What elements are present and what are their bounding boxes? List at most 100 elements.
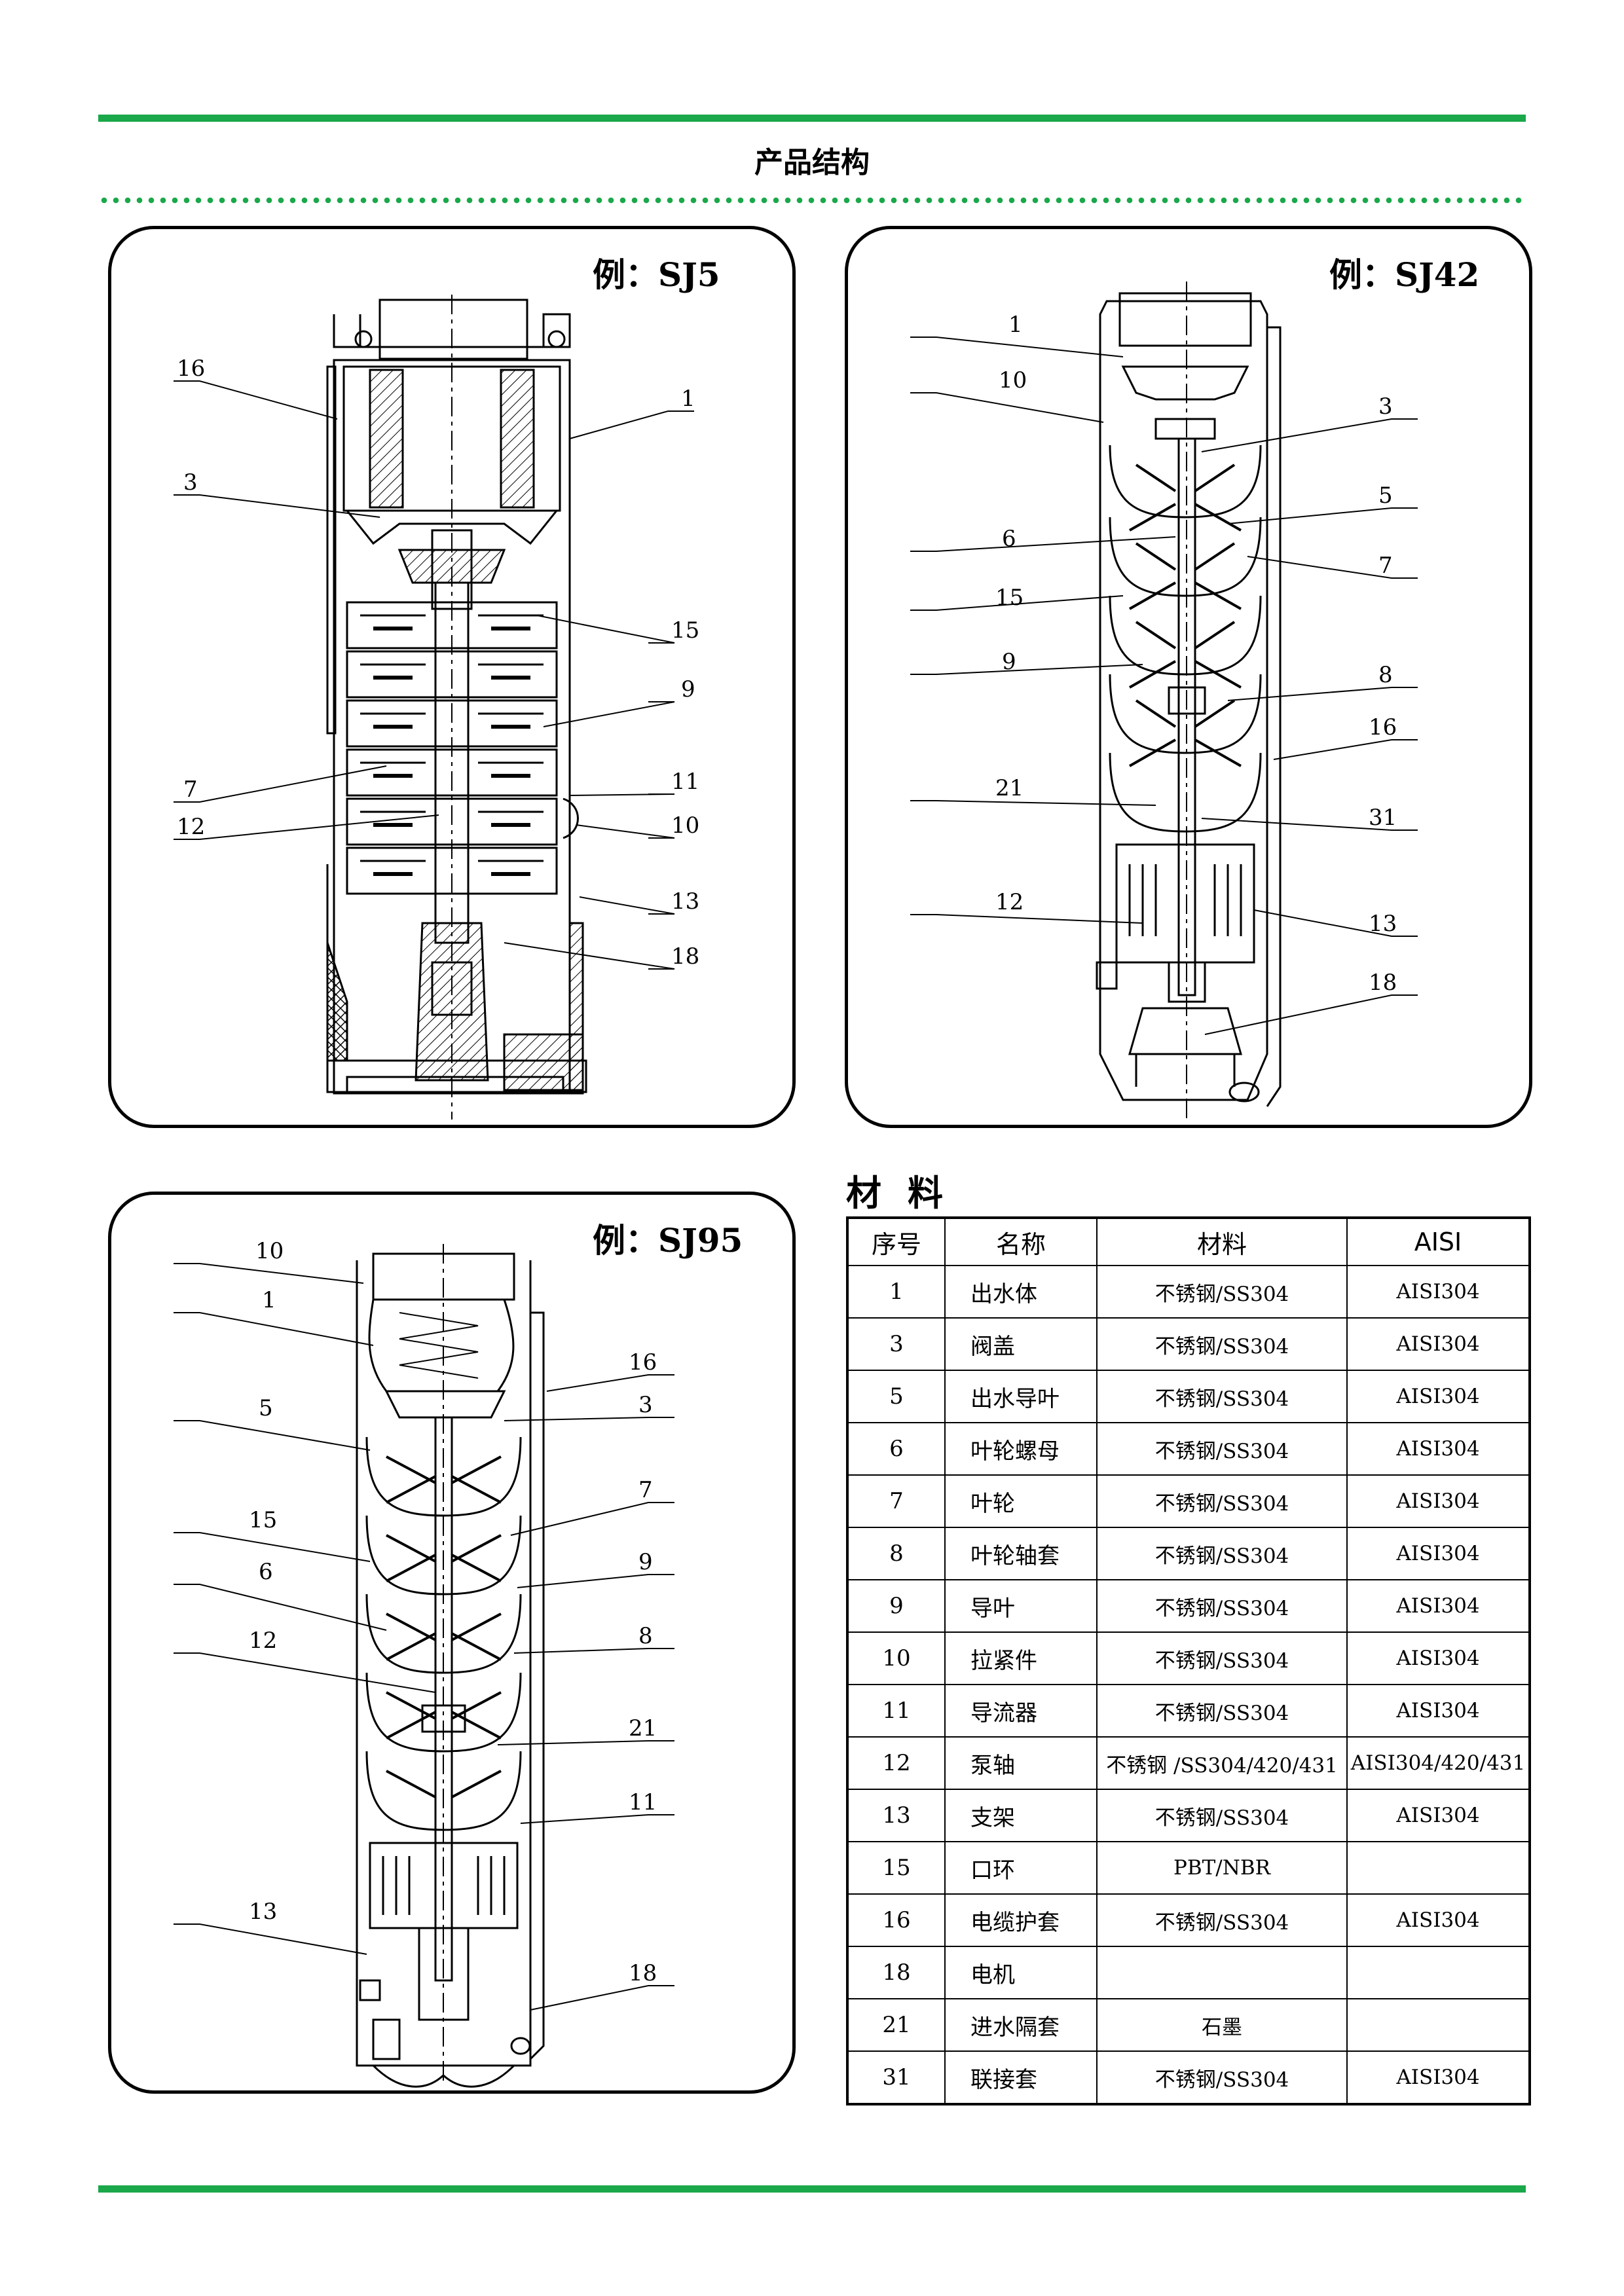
cell-name: 阀盖 (944, 1317, 1098, 1371)
label-15: 15 (671, 617, 699, 644)
cell-material: 不锈钢/SS304 (1096, 1893, 1348, 1947)
label-6: 6 (1002, 526, 1016, 552)
cell-material: 不锈钢 /SS304/420/431 (1096, 1736, 1348, 1790)
cell-no: 10 (847, 1631, 946, 1685)
label-9: 9 (681, 676, 695, 702)
cell-name: 叶轮轴套 (944, 1527, 1098, 1580)
label-12: 12 (249, 1628, 277, 1654)
diagram-title-sj95: 例：SJ95 (593, 1221, 743, 1260)
cell-no: 6 (847, 1422, 946, 1476)
label-11: 11 (629, 1789, 657, 1815)
label-5: 5 (1378, 483, 1393, 509)
materials-heading: 材料 (846, 1173, 969, 1214)
cell-material: 不锈钢/SS304 (1096, 1789, 1348, 1842)
cell-no: 18 (847, 1946, 946, 1999)
label-13: 13 (1369, 911, 1397, 937)
label-16: 16 (1369, 714, 1397, 740)
sj5-cross-section-drawing: 16 1 3 15 9 7 11 12 10 13 18 (174, 295, 699, 1120)
label-12: 12 (995, 889, 1024, 915)
bottom-green-rule (98, 2185, 1526, 2193)
label-3: 3 (183, 469, 198, 496)
cell-no: 9 (847, 1579, 946, 1633)
label-3: 3 (638, 1392, 653, 1418)
cell-material: 不锈钢/SS304 (1096, 1631, 1348, 1685)
cell-material (1096, 1946, 1348, 1999)
label-21: 21 (995, 775, 1024, 801)
cell-aisi: AISI304/420/431 (1346, 1736, 1530, 1790)
cell-aisi: AISI304 (1346, 1684, 1530, 1738)
label-13: 13 (249, 1899, 277, 1925)
label-1: 1 (262, 1287, 276, 1313)
label-31: 31 (1369, 805, 1397, 831)
table-header-row: 序号 名称 材料 AISI (847, 1217, 1530, 1266)
label-15: 15 (249, 1507, 277, 1533)
cell-no: 7 (847, 1474, 946, 1528)
diagram-panel-sj95: 例：SJ95 (108, 1192, 796, 2094)
cell-material: PBT/NBR (1096, 1841, 1348, 1895)
label-6: 6 (259, 1559, 273, 1585)
label-16: 16 (629, 1349, 657, 1376)
cell-no: 21 (847, 1998, 946, 2052)
top-green-rule (98, 115, 1526, 122)
cell-aisi: AISI304 (1346, 1893, 1530, 1947)
cell-name: 导叶 (944, 1579, 1098, 1633)
cell-material: 不锈钢/SS304 (1096, 1265, 1348, 1319)
cell-aisi: AISI304 (1346, 1317, 1530, 1371)
label-18: 18 (1369, 970, 1397, 996)
cell-material: 石墨 (1096, 1998, 1348, 2052)
label-7: 7 (1378, 553, 1393, 579)
cell-name: 叶轮 (944, 1474, 1098, 1528)
col-header-aisi: AISI (1346, 1217, 1530, 1266)
cell-no: 11 (847, 1684, 946, 1738)
cell-no: 8 (847, 1527, 946, 1580)
label-7: 7 (183, 776, 198, 803)
label-16: 16 (177, 355, 205, 382)
diagram-title-sj42: 例：SJ42 (1329, 255, 1480, 294)
cell-material: 不锈钢/SS304 (1096, 1579, 1348, 1633)
cell-name: 出水体 (944, 1265, 1098, 1319)
label-13: 13 (671, 888, 699, 915)
cell-name: 进水隔套 (944, 1998, 1098, 2052)
col-header-no: 序号 (847, 1217, 946, 1266)
label-3: 3 (1378, 393, 1393, 420)
cell-material: 不锈钢/SS304 (1096, 1474, 1348, 1528)
cell-aisi (1346, 1946, 1530, 1999)
label-7: 7 (638, 1477, 653, 1503)
cell-aisi: AISI304 (1346, 1527, 1530, 1580)
label-10: 10 (255, 1238, 284, 1264)
cell-material: 不锈钢/SS304 (1096, 1317, 1348, 1371)
cell-material: 不锈钢/SS304 (1096, 1370, 1348, 1423)
cell-name: 联接套 (944, 2050, 1098, 2105)
label-10: 10 (999, 367, 1027, 393)
cell-aisi: AISI304 (1346, 1789, 1530, 1842)
sj95-cross-section-drawing: 10 1 16 3 5 7 15 9 6 8 12 21 11 13 18 (174, 1238, 674, 2088)
diagram-panel-sj5: 例：SJ5 (108, 226, 796, 1128)
cell-no: 31 (847, 2050, 946, 2105)
label-11: 11 (671, 769, 699, 795)
cell-no: 12 (847, 1736, 946, 1790)
label-12: 12 (177, 814, 205, 840)
col-header-name: 名称 (944, 1217, 1098, 1266)
cell-no: 15 (847, 1841, 946, 1895)
cell-no: 5 (847, 1370, 946, 1423)
cell-no: 13 (847, 1789, 946, 1842)
label-8: 8 (638, 1623, 653, 1649)
cell-aisi: AISI304 (1346, 1631, 1530, 1685)
cell-aisi: AISI304 (1346, 1474, 1530, 1528)
cell-name: 电机 (944, 1946, 1098, 1999)
label-18: 18 (629, 1960, 657, 1986)
cell-no: 16 (847, 1893, 946, 1947)
